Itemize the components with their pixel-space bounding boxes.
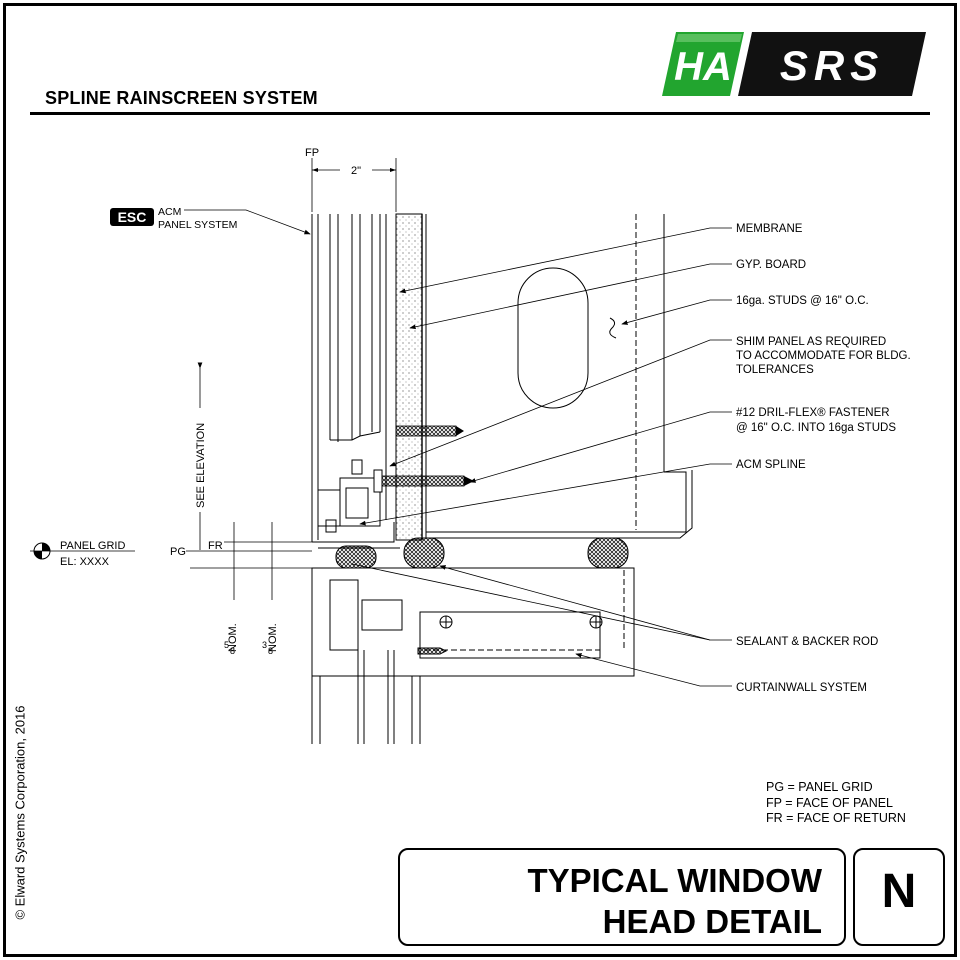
panel-grid-marker: PANEL GRID EL: XXXX PG FR bbox=[30, 522, 312, 600]
nominal-dimensions: NOM. 5 8 NOM. 3 8 bbox=[224, 623, 279, 656]
callouts: MEMBRANE GYP. BOARD 16ga. STUDS @ 16" O.… bbox=[736, 223, 911, 694]
sheet-letter: N bbox=[881, 865, 917, 918]
svg-text:TO ACCOMMODATE FOR BLDG.: TO ACCOMMODATE FOR BLDG. bbox=[736, 350, 911, 362]
callout-shim: SHIM PANEL AS REQUIRED bbox=[736, 336, 886, 348]
legend-fr: FR = FACE OF RETURN bbox=[766, 811, 906, 825]
company-logo: HA SRS bbox=[662, 32, 926, 96]
callout-gyp: GYP. BOARD bbox=[736, 259, 806, 271]
svg-text:3: 3 bbox=[262, 640, 267, 650]
copyright: © Elward Systems Corporation, 2016 bbox=[12, 705, 28, 920]
svg-text:8: 8 bbox=[230, 646, 235, 656]
esc-label: ESC ACM PANEL SYSTEM bbox=[110, 206, 311, 235]
leader-lines bbox=[351, 227, 732, 687]
callout-sealant: SEALANT & BACKER ROD bbox=[736, 636, 878, 648]
page-title: SPLINE RAINSCREEN SYSTEM bbox=[45, 88, 318, 108]
svg-text:FR: FR bbox=[208, 540, 223, 552]
callout-curtainwall: CURTAINWALL SYSTEM bbox=[736, 682, 867, 694]
header-rule bbox=[30, 112, 930, 115]
ha-logo-text: HA bbox=[674, 45, 732, 89]
see-elevation: SEE ELEVATION bbox=[195, 362, 207, 550]
svg-text:SEE ELEVATION: SEE ELEVATION bbox=[195, 423, 207, 508]
esc-badge bbox=[110, 208, 154, 226]
drawing-frame bbox=[3, 3, 957, 957]
fasteners bbox=[373, 425, 474, 493]
svg-text:ACM: ACM bbox=[158, 206, 181, 218]
svg-text:8: 8 bbox=[268, 646, 273, 656]
svg-text:TOLERANCES: TOLERANCES bbox=[736, 364, 814, 376]
sheet-block: N bbox=[853, 848, 945, 946]
acm-panel bbox=[311, 214, 400, 549]
gyp-board bbox=[395, 213, 423, 541]
srs-logo-mark bbox=[738, 32, 926, 96]
title-line-2: HEAD DETAIL bbox=[602, 903, 822, 940]
steel-stud bbox=[425, 214, 693, 539]
srs-logo-text: SRS bbox=[780, 42, 884, 89]
svg-text:EL: XXXX: EL: XXXX bbox=[60, 556, 110, 568]
svg-text:PG: PG bbox=[170, 546, 186, 558]
backer-rods bbox=[335, 537, 629, 569]
svg-text:5: 5 bbox=[224, 640, 229, 650]
fp-dimension: FP 2" bbox=[305, 147, 397, 212]
curtainwall bbox=[311, 567, 635, 744]
dimension-value: 2" bbox=[351, 165, 361, 177]
callout-fastener: #12 DRIL-FLEX® FASTENER bbox=[736, 407, 890, 419]
fp-label: FP bbox=[305, 147, 319, 159]
legend-fp: FP = FACE OF PANEL bbox=[766, 795, 894, 810]
callout-membrane: MEMBRANE bbox=[736, 223, 803, 235]
svg-text:PANEL GRID: PANEL GRID bbox=[60, 540, 125, 552]
callout-studs: 16ga. STUDS @ 16" O.C. bbox=[736, 295, 869, 307]
svg-text:NOM.: NOM. bbox=[227, 623, 239, 652]
legend-pg: PG = PANEL GRID bbox=[766, 780, 873, 794]
title-line-1: TYPICAL WINDOW bbox=[527, 862, 822, 899]
svg-text:ESC: ESC bbox=[118, 209, 147, 225]
callout-spline: ACM SPLINE bbox=[736, 459, 806, 471]
abbreviation-legend: PG = PANEL GRID FP = FACE OF PANEL FR = … bbox=[766, 780, 906, 827]
svg-text:PANEL SYSTEM: PANEL SYSTEM bbox=[158, 219, 237, 231]
title-block: TYPICAL WINDOW HEAD DETAIL bbox=[398, 848, 846, 946]
ha-logo-mark bbox=[662, 32, 744, 96]
svg-text:@ 16" O.C. INTO 16ga STUDS: @ 16" O.C. INTO 16ga STUDS bbox=[736, 422, 896, 434]
svg-text:NOM.: NOM. bbox=[267, 623, 279, 652]
